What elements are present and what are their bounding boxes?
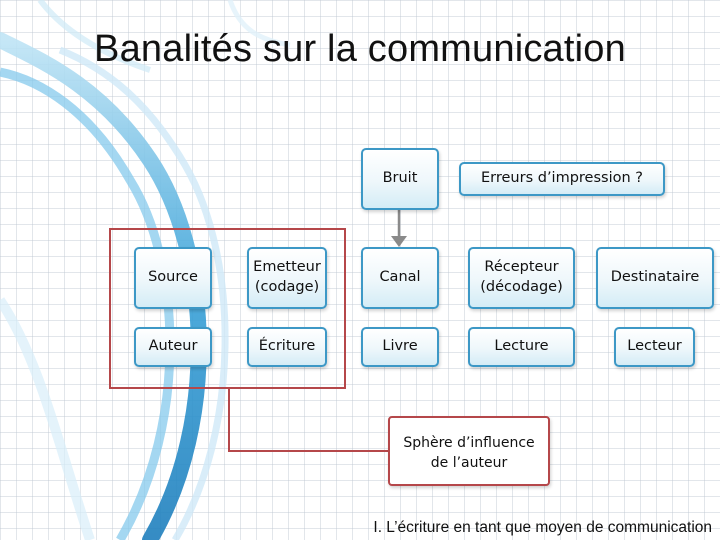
recepteur-sub-label: (décodage) [480,279,563,295]
node-source: Source [134,247,212,309]
node-recepteur: Récepteur (décodage) [468,247,575,309]
node-livre: Livre [361,327,439,367]
influence-label-line1: Sphère d’influence [403,435,535,451]
influence-sphere-outline [109,228,388,452]
node-bruit: Bruit [361,148,439,210]
destinataire-label: Destinataire [610,269,700,286]
bruit-label: Bruit [382,170,418,187]
node-ecriture: Écriture [247,327,327,367]
recepteur-label: Récepteur [484,259,559,276]
ecriture-label: Écriture [258,338,316,355]
node-canal: Canal [361,247,439,309]
lecture-label: Lecture [494,338,549,355]
slide-footer: I. L’écriture en tant que moyen de commu… [373,519,712,536]
noise-arrow-head [391,236,407,247]
node-erreurs: Erreurs d’impression ? [459,162,665,196]
lecteur-label: Lecteur [627,338,682,355]
node-lecteur: Lecteur [614,327,695,367]
influence-sphere-box: Sphère d’influence de l’auteur [388,416,550,486]
canal-label: Canal [379,269,421,286]
livre-label: Livre [382,338,418,355]
auteur-label: Auteur [148,338,198,355]
emetteur-sub-label: (codage) [254,279,320,295]
node-emetteur: Emetteur (codage) [247,247,327,309]
erreurs-label: Erreurs d’impression ? [481,170,643,187]
node-auteur: Auteur [134,327,212,367]
influence-label-line2: de l’auteur [430,454,508,471]
emetteur-label: Emetteur [253,259,321,276]
slide-title: Banalités sur la communication [94,28,626,70]
source-label: Source [148,269,198,286]
node-destinataire: Destinataire [596,247,714,309]
node-lecture: Lecture [468,327,575,367]
